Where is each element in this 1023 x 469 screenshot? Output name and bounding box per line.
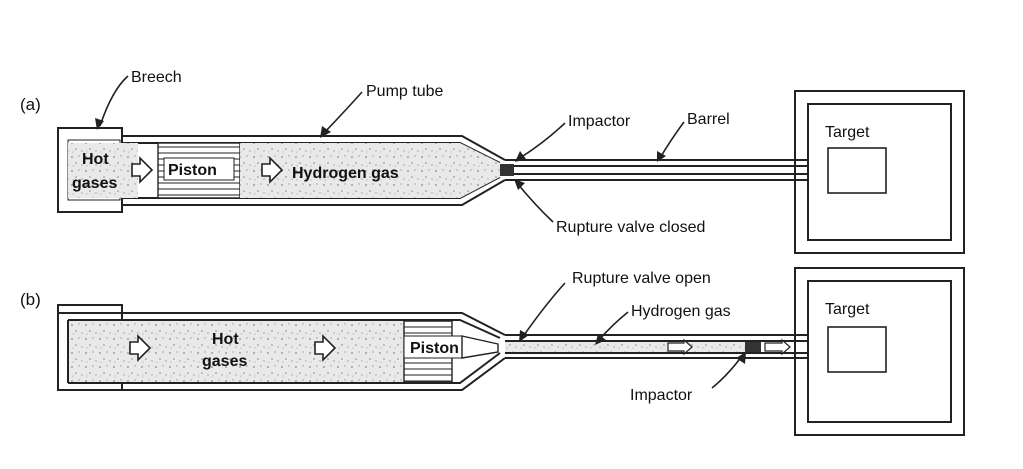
target-label-b: Target — [825, 301, 870, 318]
flow-arrow-b-1 — [129, 334, 152, 362]
breech-leader — [99, 75, 129, 127]
rupture-valve-open-label: Rupture valve open — [572, 270, 711, 287]
pump-tube-label: Pump tube — [366, 83, 443, 100]
target-a — [827, 147, 887, 194]
pump-tube-b — [58, 312, 506, 391]
hydrogen-gas-region-b — [505, 341, 760, 353]
impactor-leader-a — [519, 122, 566, 159]
impactor-label-b: Impactor — [630, 387, 693, 404]
flow-arrow-a-1 — [131, 156, 154, 184]
hydrogen-gas-leader-b — [597, 311, 629, 342]
gas-flow-arrow-b — [667, 338, 693, 356]
impactor-label-a: Impactor — [568, 113, 631, 130]
impactor-leader-b — [711, 355, 743, 389]
piston-b — [403, 320, 499, 383]
breech-label: Breech — [131, 69, 182, 86]
rupture-valve-closed-leader — [516, 182, 554, 223]
hot-gases-label-a-2: gases — [72, 175, 117, 192]
hot-gases-label-a-1: Hot — [82, 151, 109, 168]
impactor-a — [500, 164, 514, 176]
hydrogen-gas-label-a: Hydrogen gas — [292, 165, 399, 182]
piston-label-a: Piston — [168, 162, 217, 179]
barrel-label: Barrel — [687, 111, 730, 128]
panel-label-a: (a) — [20, 95, 41, 114]
hydrogen-gas-label-b: Hydrogen gas — [631, 303, 731, 320]
piston-label-b: Piston — [410, 340, 459, 357]
target-chamber-b — [794, 267, 965, 436]
barrel-leader — [659, 121, 685, 159]
hot-gases-label-b-2: gases — [202, 353, 247, 370]
impactor-b — [745, 342, 761, 352]
hot-gases-region-b — [69, 321, 404, 382]
rupture-valve-open-leader — [521, 282, 566, 339]
barrel-b — [505, 334, 808, 359]
panel-label-b: (b) — [20, 290, 41, 309]
pump-tube-leader — [322, 91, 363, 135]
hot-gases-label-b-1: Hot — [212, 331, 239, 348]
piston-a — [157, 142, 241, 199]
barrel-a — [505, 159, 808, 181]
hot-gases-region-a — [68, 143, 138, 198]
flow-arrow-b-2 — [314, 334, 337, 362]
target-b — [827, 326, 887, 373]
hydrogen-gas-region-a — [240, 143, 500, 198]
flow-arrow-a-2 — [261, 156, 284, 184]
impactor-motion-arrow — [764, 338, 791, 356]
target-chamber-a — [794, 90, 965, 254]
target-label-a: Target — [825, 124, 870, 141]
rupture-valve-closed-label: Rupture valve closed — [556, 219, 705, 236]
